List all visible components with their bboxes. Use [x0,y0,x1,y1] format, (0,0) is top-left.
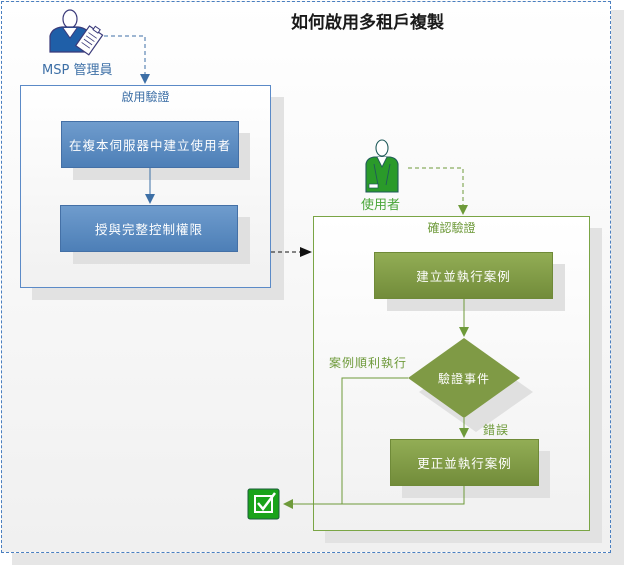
admin-clipboard-icon [49,9,104,56]
connector-user-to-verify [408,167,468,215]
step-create-run-scenario[interactable]: 建立並執行案例 [374,252,553,299]
actor-user-label: 使用者 [361,198,401,213]
connector-success-to-done [341,377,408,504]
connector-correct-to-done [283,486,465,509]
decision-diamond [408,338,520,418]
diagram-title: 如何啟用多租戶複製 [291,13,444,33]
step-grant-permissions[interactable]: 授與完整控制權限 [60,205,238,252]
step-correct-run-scenario[interactable]: 更正並執行案例 [390,439,539,486]
lane-verify-title: 確認驗證 [427,221,476,235]
actor-msp-admin-label: MSP 管理員 [42,63,113,78]
branch-success-label: 案例順利執行 [329,356,408,370]
branch-error-label: 錯誤 [483,423,510,437]
user-icon [365,139,399,193]
checkbox-checked-icon [247,488,280,520]
decision-label[interactable]: 驗證事件 [437,372,490,386]
connector-admin-to-enable [104,35,150,84]
lane-enable-title: 啟用驗證 [121,90,170,104]
step-create-user[interactable]: 在複本伺服器中建立使用者 [61,121,239,168]
